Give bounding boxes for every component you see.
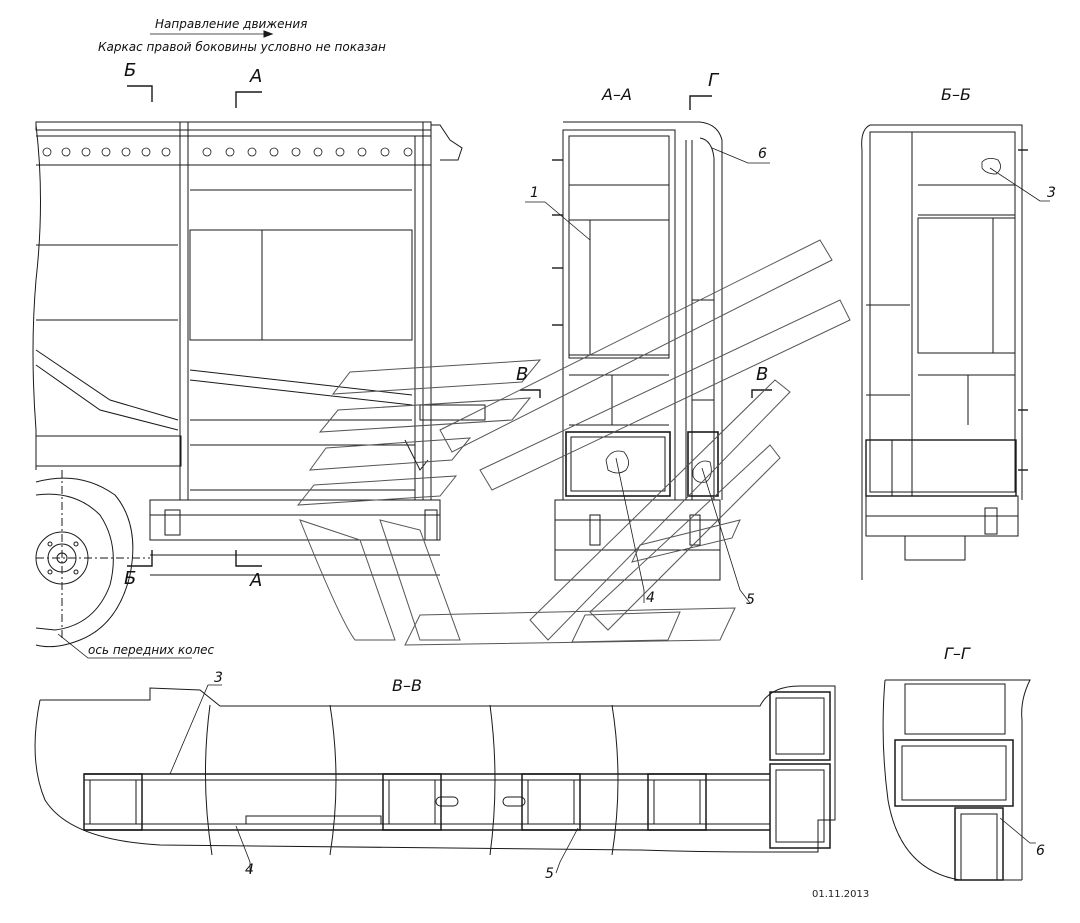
callout-6-gg: 6 (1036, 843, 1045, 859)
section-mark-b-bottom: Б (124, 568, 137, 589)
callout-5-vv: 5 (545, 866, 554, 882)
callout-6-aa: 6 (758, 146, 767, 162)
axis-note: ось передних колес (88, 643, 215, 657)
front-wheel (35, 470, 150, 648)
drawing-date: 01.11.2013 (812, 889, 870, 900)
section-title-aa: А–А (602, 85, 632, 104)
section-view-vv (34, 685, 836, 856)
callout-4-vv: 4 (245, 862, 254, 878)
callout-3-vv: 3 (214, 670, 223, 686)
section-view-bb (861, 124, 1028, 580)
section-title-vv: В–В (392, 676, 422, 695)
callout-leaders (169, 147, 1050, 874)
callout-4-aa: 4 (646, 590, 655, 606)
callout-5-aa: 5 (746, 592, 755, 608)
section-title-gg: Г–Г (944, 644, 970, 663)
frame-note: Каркас правой боковины условно не показа… (98, 40, 386, 54)
watermark-logo (296, 239, 851, 646)
callout-3-bb: 3 (1047, 185, 1056, 201)
section-title-bb: Б–Б (941, 85, 971, 104)
section-mark-v-left: В (516, 364, 529, 385)
roof-holes (42, 147, 413, 157)
section-mark-a-top: А (250, 66, 263, 87)
section-mark-v-right: В (756, 364, 769, 385)
section-mark-a-bottom: А (250, 570, 263, 591)
callout-1: 1 (530, 185, 539, 201)
section-view-aa (520, 95, 772, 581)
direction-note: Направление движения (155, 17, 308, 31)
side-view (32, 30, 486, 659)
section-mark-b-top: Б (124, 60, 137, 81)
section-view-gg (882, 679, 1031, 881)
section-mark-g: Г (708, 70, 719, 91)
